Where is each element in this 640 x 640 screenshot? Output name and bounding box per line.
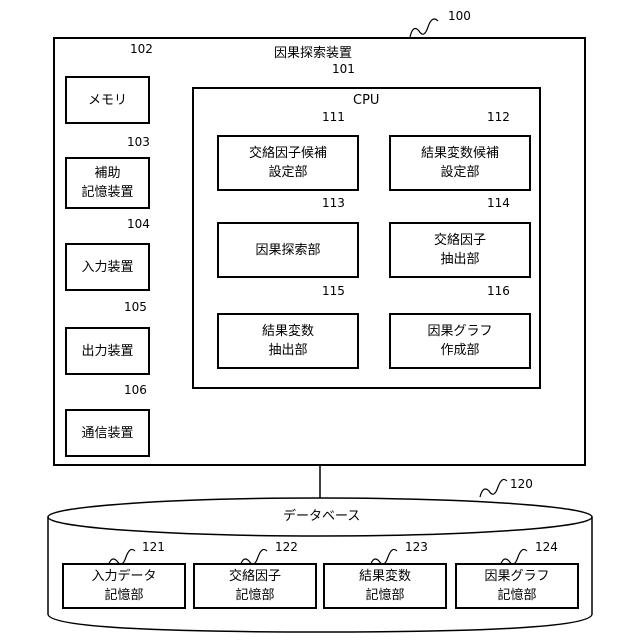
confounder-storage-label-2: 記憶部	[235, 586, 274, 605]
communication-device-label: 通信装置	[81, 424, 133, 443]
input-device-label: 入力装置	[81, 258, 133, 277]
database-title: データベース	[283, 505, 360, 524]
outcome-candidate-setting-label-2: 設定部	[440, 163, 479, 182]
memory-label: メモリ	[88, 91, 127, 110]
causal-graph-storage-label-2: 記憶部	[497, 586, 536, 605]
database-ref: 120	[510, 477, 533, 491]
confounder-storage-ref: 122	[275, 540, 298, 554]
confounder-storage-label-1: 交絡因子	[229, 567, 281, 586]
causal-graph-storage-ref: 124	[535, 540, 558, 554]
confounder-candidate-setting-box: 交絡因子候補 設定部	[217, 135, 359, 191]
causal-search-unit-ref: 113	[322, 196, 345, 210]
outcome-candidate-setting-ref: 112	[487, 110, 510, 124]
confounder-extraction-box: 交絡因子 抽出部	[389, 222, 531, 278]
output-device-ref: 105	[124, 300, 147, 314]
auxiliary-storage-ref: 103	[127, 135, 150, 149]
communication-device-ref: 106	[124, 383, 147, 397]
input-data-storage-ref: 121	[142, 540, 165, 554]
outcome-extraction-label-2: 抽出部	[268, 341, 307, 360]
confounder-extraction-ref: 114	[487, 196, 510, 210]
outcome-storage-label-2: 記憶部	[365, 586, 404, 605]
causal-graph-creation-ref: 116	[487, 284, 510, 298]
confounder-extraction-label-2: 抽出部	[440, 250, 479, 269]
device-ref: 100	[448, 9, 471, 23]
causal-graph-storage-box: 因果グラフ 記憶部	[455, 563, 579, 609]
causal-graph-creation-box: 因果グラフ 作成部	[389, 313, 531, 369]
confounder-candidate-setting-ref: 111	[322, 110, 345, 124]
output-device-label: 出力装置	[81, 342, 133, 361]
cpu-title: CPU	[353, 93, 379, 108]
output-device-box: 出力装置	[65, 327, 150, 375]
outcome-extraction-label-1: 結果変数	[262, 322, 314, 341]
causal-search-unit-label: 因果探索部	[255, 241, 320, 260]
outcome-storage-label-1: 結果変数	[359, 567, 411, 586]
input-data-storage-box: 入力データ 記憶部	[62, 563, 186, 609]
outcome-extraction-box: 結果変数 抽出部	[217, 313, 359, 369]
confounder-candidate-setting-label-2: 設定部	[268, 163, 307, 182]
auxiliary-storage-label-2: 記憶装置	[81, 183, 133, 202]
causal-search-unit-box: 因果探索部	[217, 222, 359, 278]
causal-graph-creation-label-2: 作成部	[440, 341, 479, 360]
memory-ref: 102	[130, 42, 153, 56]
confounder-candidate-setting-label-1: 交絡因子候補	[249, 144, 327, 163]
cpu-ref: 101	[332, 62, 355, 76]
outcome-candidate-setting-box: 結果変数候補 設定部	[389, 135, 531, 191]
outcome-storage-box: 結果変数 記憶部	[323, 563, 447, 609]
auxiliary-storage-label-1: 補助	[94, 164, 120, 183]
confounder-extraction-label-1: 交絡因子	[434, 231, 486, 250]
communication-device-box: 通信装置	[65, 409, 150, 457]
outcome-extraction-ref: 115	[322, 284, 345, 298]
outcome-storage-ref: 123	[405, 540, 428, 554]
input-data-storage-label-2: 記憶部	[104, 586, 143, 605]
causal-graph-creation-label-1: 因果グラフ	[427, 322, 492, 341]
confounder-storage-box: 交絡因子 記憶部	[193, 563, 317, 609]
device-title: 因果探索装置	[274, 42, 352, 61]
input-device-box: 入力装置	[65, 243, 150, 291]
input-device-ref: 104	[127, 217, 150, 231]
auxiliary-storage-box: 補助 記憶装置	[65, 157, 150, 209]
memory-box: メモリ	[65, 76, 150, 124]
input-data-storage-label-1: 入力データ	[91, 567, 156, 586]
causal-graph-storage-label-1: 因果グラフ	[484, 567, 549, 586]
outcome-candidate-setting-label-1: 結果変数候補	[421, 144, 499, 163]
